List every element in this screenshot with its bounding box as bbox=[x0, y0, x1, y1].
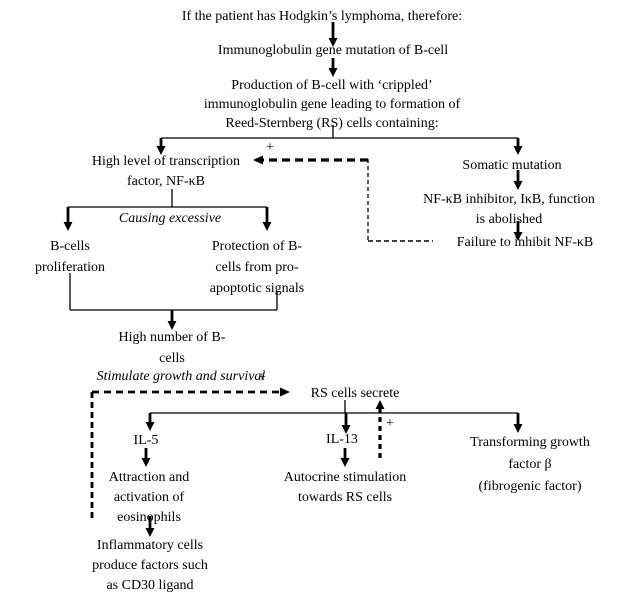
node-ig-mutation: Immunoglobulin gene mutation of B-cell bbox=[217, 43, 449, 58]
node-failure-inhibit-nfkb: Failure to inhibit NF-κB bbox=[456, 235, 594, 250]
node-protection-apoptotic: Protection of B- cells from pro- apoptot… bbox=[209, 239, 305, 296]
node-production-rs-cells: Production of B-cell with ‘crippled’ imm… bbox=[203, 78, 461, 131]
branch-lines bbox=[68, 125, 518, 414]
node-ikb-abolished: NF-κB inhibitor, IκB, function is abolis… bbox=[423, 192, 595, 227]
node-il13: IL-13 bbox=[326, 432, 358, 447]
plus-sign-stimulate: + bbox=[258, 370, 266, 385]
dashed-feedback-autocrine bbox=[375, 400, 385, 458]
label-stimulate-growth: Stimulate growth and survival bbox=[96, 369, 266, 384]
node-tgf-beta: Transforming growth factor β (fibrogenic… bbox=[470, 435, 590, 494]
solid-arrows bbox=[63, 22, 523, 537]
node-high-nfkb: High level of transcription factor, NF-κ… bbox=[91, 154, 241, 189]
node-somatic-mutation: Somatic mutation bbox=[462, 158, 562, 173]
plus-sign-autocrine: + bbox=[386, 416, 394, 431]
node-bcell-proliferation: B-cells proliferation bbox=[35, 239, 105, 275]
plus-sign-nfkb-feedback: + bbox=[266, 140, 274, 155]
node-autocrine-stimulation: Autocrine stimulation towards RS cells bbox=[283, 470, 407, 505]
node-high-number-bcells: High number of B- cells bbox=[118, 330, 226, 366]
node-inflammatory-cd30: Inflammatory cells produce factors such … bbox=[92, 538, 208, 593]
node-il5: IL-5 bbox=[133, 433, 159, 448]
node-attraction-eosinophils: Attraction and activation of eosinophils bbox=[108, 470, 190, 525]
node-rs-cells-secrete: RS cells secrete bbox=[310, 386, 400, 401]
label-causing-excessive: Causing excessive bbox=[118, 211, 222, 226]
dashed-feedback-nfkb bbox=[253, 155, 433, 242]
dashed-feedback-stimulate bbox=[90, 387, 290, 518]
node-title: If the patient has Hodgkin’s lymphoma, t… bbox=[181, 9, 463, 24]
